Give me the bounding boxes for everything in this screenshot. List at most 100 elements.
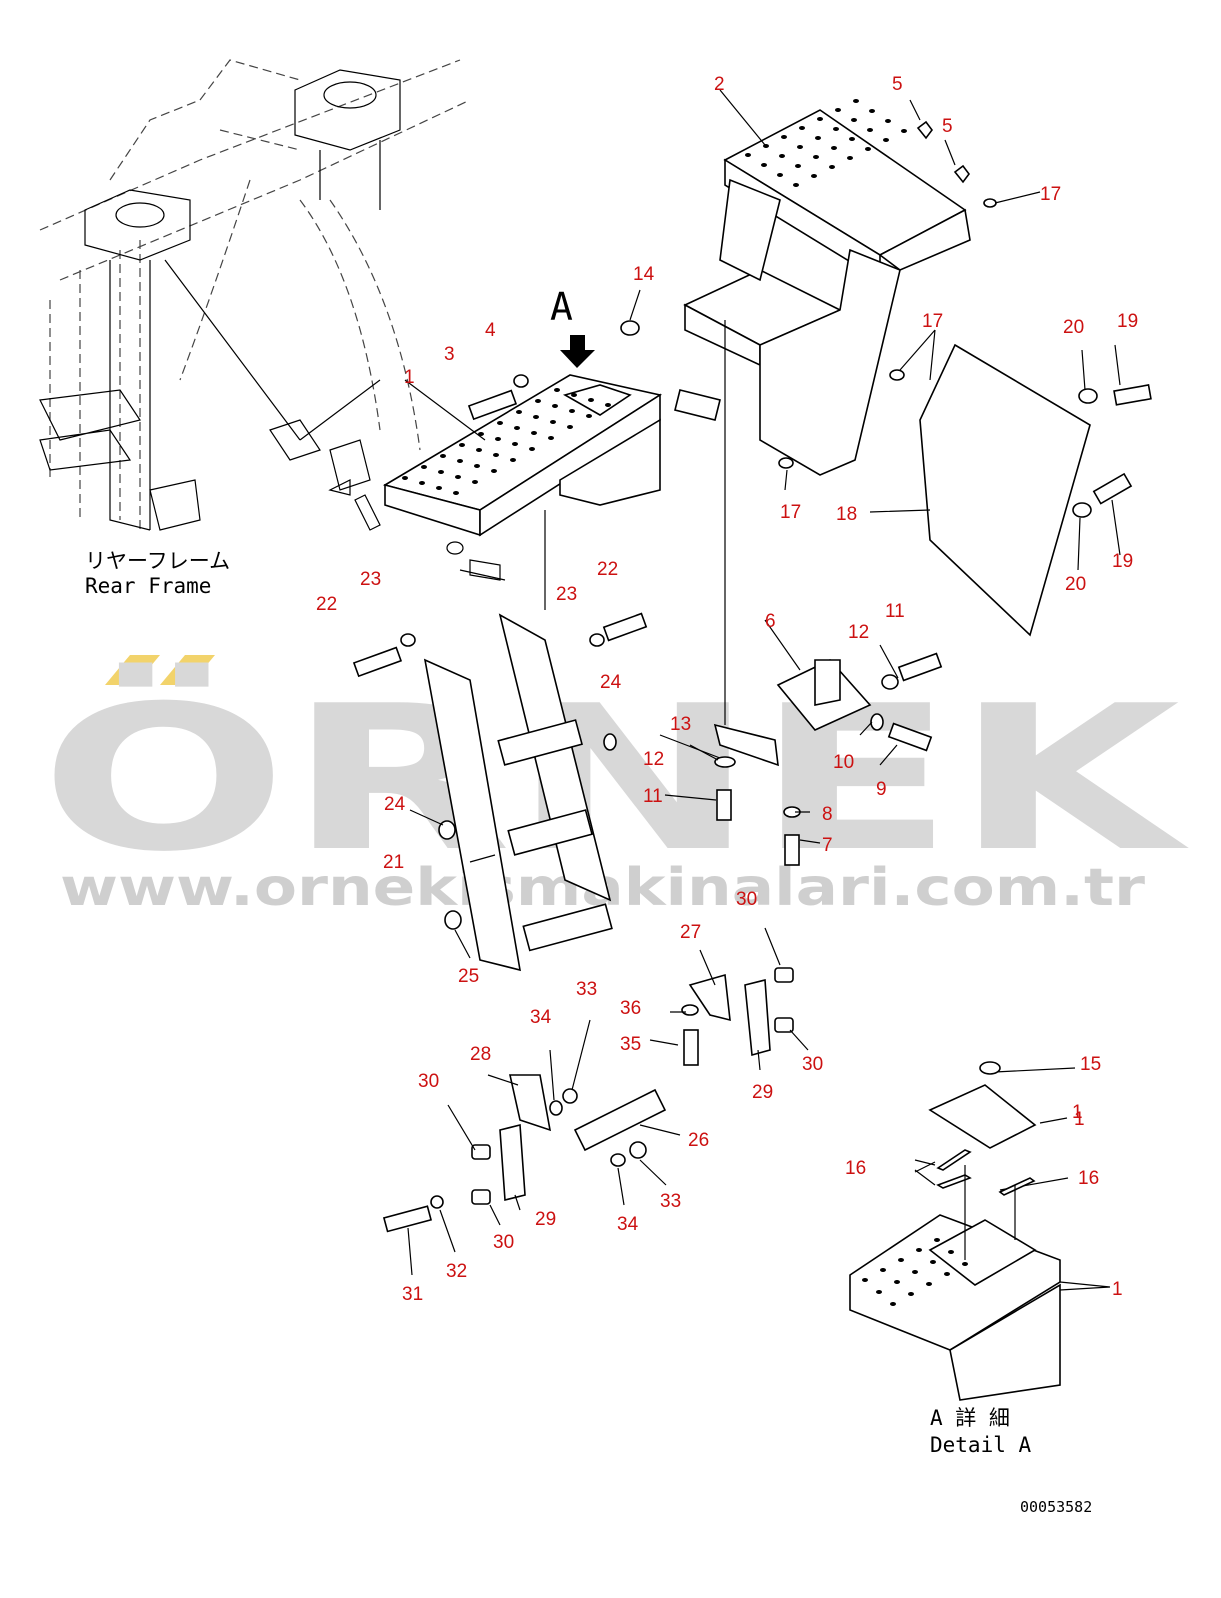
perforation-hole xyxy=(867,128,873,132)
perforation-hole xyxy=(476,448,482,452)
watermark: ÖRNEK www.ornekismakinalari.com.tr xyxy=(40,655,1190,918)
perforation-hole xyxy=(531,431,537,435)
perforation-hole xyxy=(419,481,425,485)
callout-17a: 17 xyxy=(1040,184,1061,205)
bracket-part-6 xyxy=(776,659,872,731)
callout-33b: 33 xyxy=(660,1191,681,1212)
perforation-hole xyxy=(569,409,575,413)
perforation-hole xyxy=(421,465,427,469)
callout-12a: 12 xyxy=(848,622,869,643)
callout-4: 4 xyxy=(485,320,496,341)
perforation-hole xyxy=(552,404,558,408)
callout-30d: 30 xyxy=(493,1232,514,1253)
perforation-hole xyxy=(514,426,520,430)
rear-frame-label-jp: リヤーフレーム xyxy=(85,549,230,573)
perforation-hole xyxy=(930,1260,936,1264)
perforation-hole xyxy=(831,146,837,150)
perforation-hole xyxy=(781,135,787,139)
perforation-hole xyxy=(436,486,442,490)
perforation-hole xyxy=(440,454,446,458)
callout-29b: 29 xyxy=(535,1209,556,1230)
callout-24b: 24 xyxy=(384,794,406,815)
perforation-hole xyxy=(474,464,480,468)
perforation-hole xyxy=(567,425,573,429)
perforation-hole xyxy=(815,136,821,140)
perforation-hole xyxy=(554,388,560,392)
perforation-hole xyxy=(799,126,805,130)
callout-16b: 16 xyxy=(1078,1168,1099,1189)
perforation-hole xyxy=(813,155,819,159)
perforation-hole xyxy=(550,420,556,424)
perforation-hole xyxy=(777,173,783,177)
perforation-hole xyxy=(865,147,871,151)
lower-step-assembly xyxy=(471,967,794,1205)
callout-30c: 30 xyxy=(418,1071,439,1092)
perforation-hole xyxy=(472,480,478,484)
perforation-hole xyxy=(908,1292,914,1296)
step-platform-part-1 xyxy=(382,374,663,537)
perforation-hole xyxy=(402,476,408,480)
drawing-number: 00053582 xyxy=(1020,1498,1092,1516)
perforation-hole xyxy=(586,414,592,418)
perforation-hole xyxy=(890,1302,896,1306)
perforation-hole xyxy=(862,1278,868,1282)
callout-33a: 33 xyxy=(576,979,597,1000)
perforation-hole xyxy=(829,165,835,169)
callout-21: 21 xyxy=(383,852,404,873)
callout-35: 35 xyxy=(620,1034,641,1055)
perforation-hole xyxy=(793,183,799,187)
callout-30b: 30 xyxy=(802,1054,823,1075)
perforation-hole xyxy=(457,459,463,463)
perforation-hole xyxy=(876,1290,882,1294)
callout-15: 15 xyxy=(1080,1054,1101,1075)
callout-1: 1 xyxy=(404,367,415,388)
upper-step-part-2 xyxy=(674,99,971,476)
callout-1c: 1 xyxy=(1072,1102,1083,1123)
perforation-hole xyxy=(548,436,554,440)
callout-1d: 1 xyxy=(1112,1279,1123,1300)
perforation-hole xyxy=(438,470,444,474)
callout-23b: 23 xyxy=(556,584,577,605)
perforation-hole xyxy=(944,1272,950,1276)
perforation-hole xyxy=(797,145,803,149)
callout-17c: 17 xyxy=(780,502,801,523)
perforation-hole xyxy=(898,1258,904,1262)
callout-10: 10 xyxy=(833,752,854,773)
callout-16a: 16 xyxy=(845,1158,866,1179)
perforation-hole xyxy=(455,475,461,479)
perforation-hole xyxy=(605,403,611,407)
callout-23a: 23 xyxy=(360,569,381,590)
callout-22b: 22 xyxy=(597,559,618,580)
perforation-hole xyxy=(833,127,839,131)
callout-8: 8 xyxy=(822,804,833,825)
callout-12b: 12 xyxy=(643,749,664,770)
perforation-hole xyxy=(847,156,853,160)
callouts: 1 2 3 4 5 5 14 17 17 17 20 19 1 18 19 20… xyxy=(316,74,1138,1305)
rear-frame-drawing xyxy=(39,59,501,581)
perforation-hole xyxy=(512,442,518,446)
perforation-hole xyxy=(491,469,497,473)
callout-18: 18 xyxy=(836,504,857,525)
callout-34b: 34 xyxy=(617,1214,639,1235)
perforation-hole xyxy=(916,1248,922,1252)
callout-19a: 19 xyxy=(1117,311,1138,332)
perforation-hole xyxy=(745,153,751,157)
perforation-hole xyxy=(948,1250,954,1254)
perforation-hole xyxy=(761,163,767,167)
perforation-hole xyxy=(535,399,541,403)
perforation-hole xyxy=(869,109,875,113)
callout-29a: 29 xyxy=(752,1082,773,1103)
perforation-hole xyxy=(493,453,499,457)
perforation-hole xyxy=(497,421,503,425)
callout-32: 32 xyxy=(446,1261,467,1282)
detail-a-drawing xyxy=(849,1061,1061,1401)
callout-27: 27 xyxy=(680,922,701,943)
perforation-hole xyxy=(912,1270,918,1274)
perforation-hole xyxy=(571,393,577,397)
perforation-hole xyxy=(851,118,857,122)
callout-19b: 19 xyxy=(1112,551,1133,572)
mud-flap-part-18 xyxy=(919,343,1091,637)
callout-34a: 34 xyxy=(530,1007,552,1028)
callout-14: 14 xyxy=(633,264,655,285)
perforation-hole xyxy=(459,443,465,447)
